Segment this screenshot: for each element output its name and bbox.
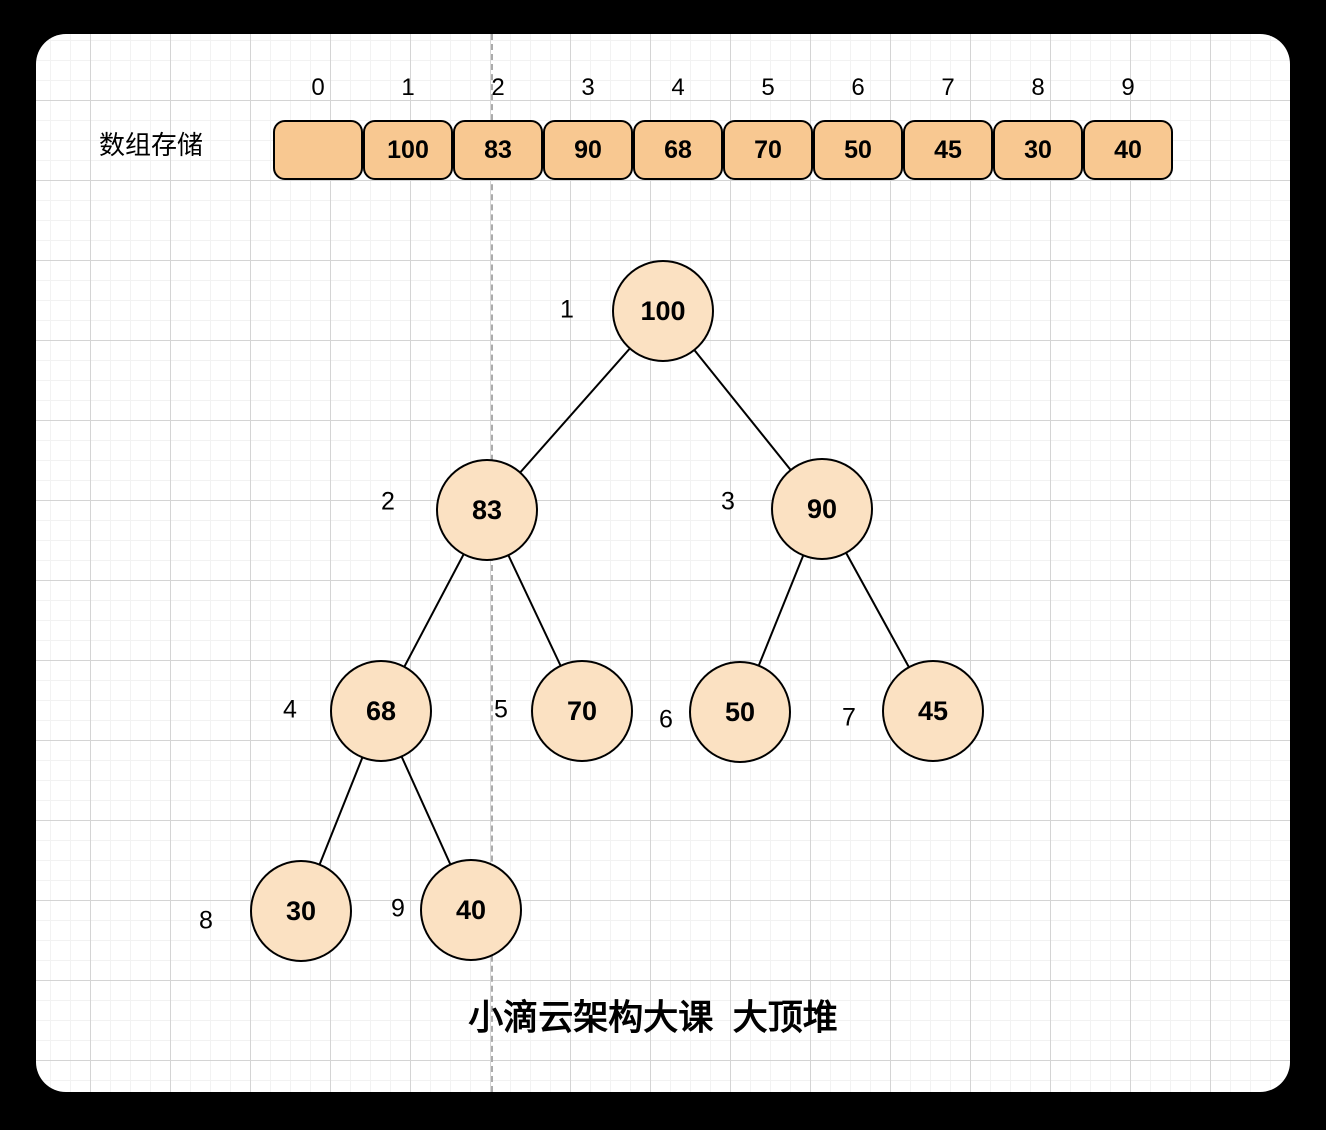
tree-node: 40 bbox=[420, 859, 522, 961]
tree-node: 100 bbox=[612, 260, 714, 362]
array-cell: 83 bbox=[453, 120, 543, 180]
tree-node-index-label: 2 bbox=[381, 487, 395, 516]
tree-node: 83 bbox=[436, 459, 538, 561]
tree-node-index-label: 7 bbox=[842, 703, 856, 732]
array-cell: 68 bbox=[633, 120, 723, 180]
array-index-label: 4 bbox=[671, 74, 685, 101]
array-index-row: 0 1 2 3 4 5 6 7 8 9 bbox=[273, 74, 1173, 102]
tree-node: 30 bbox=[250, 860, 352, 962]
array-cell: 100 bbox=[363, 120, 453, 180]
dashed-guideline bbox=[491, 34, 493, 1092]
tree-node-index-label: 8 bbox=[199, 906, 213, 935]
array-storage-label: 数组存储 bbox=[99, 130, 204, 160]
array-index-label: 6 bbox=[851, 74, 865, 101]
tree-node: 90 bbox=[771, 458, 873, 560]
tree-node-index-label: 5 bbox=[494, 695, 508, 724]
tree-node-index-label: 6 bbox=[659, 705, 673, 734]
array-index-label: 3 bbox=[581, 74, 595, 101]
diagram-title: 小滴云架构大课 大顶堆 bbox=[468, 998, 838, 1038]
tree-node-index-label: 4 bbox=[283, 695, 297, 724]
tree-node: 68 bbox=[330, 660, 432, 762]
array-cell bbox=[273, 120, 363, 180]
tree-node-index-label: 9 bbox=[391, 894, 405, 923]
tree-node-index-label: 1 bbox=[560, 295, 574, 324]
array-index-label: 9 bbox=[1121, 74, 1135, 101]
array-index-label: 5 bbox=[761, 74, 775, 101]
tree-node: 50 bbox=[689, 661, 791, 763]
array-cell: 50 bbox=[813, 120, 903, 180]
array-cell: 90 bbox=[543, 120, 633, 180]
tree-node: 45 bbox=[882, 660, 984, 762]
array-cell: 70 bbox=[723, 120, 813, 180]
array-cell: 45 bbox=[903, 120, 993, 180]
array-cell: 40 bbox=[1083, 120, 1173, 180]
array-index-label: 8 bbox=[1031, 74, 1045, 101]
tree-edges bbox=[300, 310, 934, 912]
array-index-label: 2 bbox=[491, 74, 505, 101]
array-index-label: 1 bbox=[401, 74, 415, 101]
array-cell: 30 bbox=[993, 120, 1083, 180]
tree-node-index-label: 3 bbox=[721, 487, 735, 516]
array-index-label: 0 bbox=[311, 74, 325, 101]
array-index-label: 7 bbox=[941, 74, 955, 101]
tree-node: 70 bbox=[531, 660, 633, 762]
